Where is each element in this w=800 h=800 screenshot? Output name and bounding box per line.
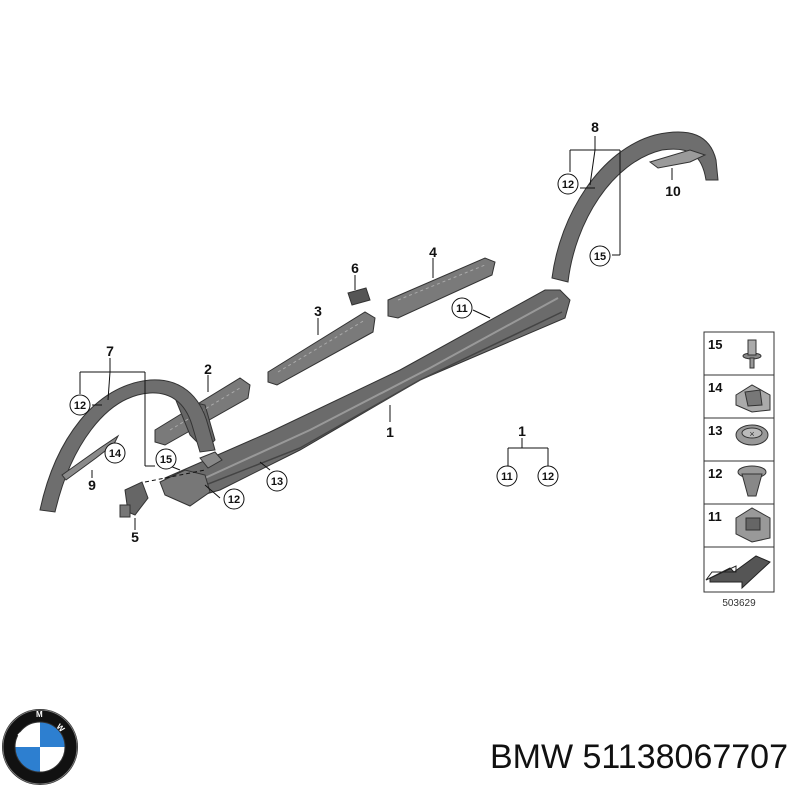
circle-callout-11-b: 11: [496, 465, 518, 487]
legend-item-14: 14: [708, 380, 723, 395]
callout-10: 10: [665, 183, 681, 199]
direction-arrow-icon: [705, 555, 771, 590]
diagram-code: 503629: [722, 598, 756, 609]
callout-2: 2: [204, 361, 212, 377]
push-clip-icon: [737, 465, 767, 497]
leader-lines: [79, 136, 673, 530]
callout-8: 8: [591, 119, 599, 135]
svg-text:B: B: [16, 730, 27, 741]
legend-item-15: 15: [708, 337, 722, 352]
brand-part-number: BMW 51138067707: [490, 738, 788, 777]
svg-text:12: 12: [74, 400, 86, 412]
circle-callout-12-a: 12: [557, 173, 579, 195]
callout-6: 6: [351, 260, 359, 276]
spring-clip-icon: [735, 384, 771, 413]
callout-1-set: 1: [518, 423, 526, 439]
part-number: 51138067707: [582, 738, 788, 776]
svg-text:13: 13: [271, 476, 283, 488]
part-bracket-4: [387, 257, 496, 319]
svg-text:14: 14: [109, 448, 122, 460]
part-sill-clip-strip: [199, 451, 223, 469]
part-holder-5: [119, 481, 149, 518]
bmw-logo: B M W: [2, 709, 78, 785]
svg-text:11: 11: [456, 303, 468, 315]
svg-text:12: 12: [542, 471, 554, 483]
svg-text:15: 15: [594, 251, 606, 263]
part-rear-wheel-arch-8: [551, 131, 719, 283]
part-front-wheel-arch-7: [39, 379, 216, 513]
circle-callout-15-a: 15: [589, 245, 611, 267]
callout-4: 4: [429, 244, 437, 260]
part-clip-6: [347, 287, 371, 306]
callout-7: 7: [106, 343, 114, 359]
circle-callout-14: 14: [104, 442, 126, 464]
svg-text:15: 15: [160, 454, 172, 466]
circle-callout-12-c: 12: [537, 465, 559, 487]
circle-callout-12-b: 12: [69, 394, 91, 416]
brand-name: BMW: [489, 738, 574, 776]
svg-text:×: ×: [749, 429, 754, 439]
legend-item-11: 11: [708, 509, 722, 524]
circle-callout-12-d: 12: [223, 488, 245, 510]
svg-text:12: 12: [228, 494, 240, 506]
legend-item-12: 12: [708, 466, 722, 481]
callouts: 1 1 2 3 4 5 6 7 8 9 10 11 11 12 12 12: [69, 119, 681, 545]
callout-1-main: 1: [386, 424, 394, 440]
callout-3: 3: [314, 303, 322, 319]
legend-item-13: 13: [708, 423, 722, 438]
expanding-rivet-icon: ×: [735, 424, 769, 446]
svg-text:M: M: [36, 710, 43, 719]
rivet-icon: [742, 339, 762, 369]
callout-5: 5: [131, 529, 139, 545]
circle-callout-13: 13: [266, 470, 288, 492]
circle-callout-11-a: 11: [451, 297, 473, 319]
callout-9: 9: [88, 477, 96, 493]
part-bracket-3: [267, 311, 376, 386]
svg-text:12: 12: [562, 179, 574, 191]
fastener-legend: 15 14 13 12 11 ×: [703, 331, 775, 609]
part-sill-end-bracket: [159, 469, 211, 507]
part-rear-trim-10: [648, 149, 707, 169]
svg-text:11: 11: [501, 471, 513, 483]
nut-clip-icon: [735, 507, 771, 543]
circle-callout-15-b: 15: [155, 448, 177, 470]
